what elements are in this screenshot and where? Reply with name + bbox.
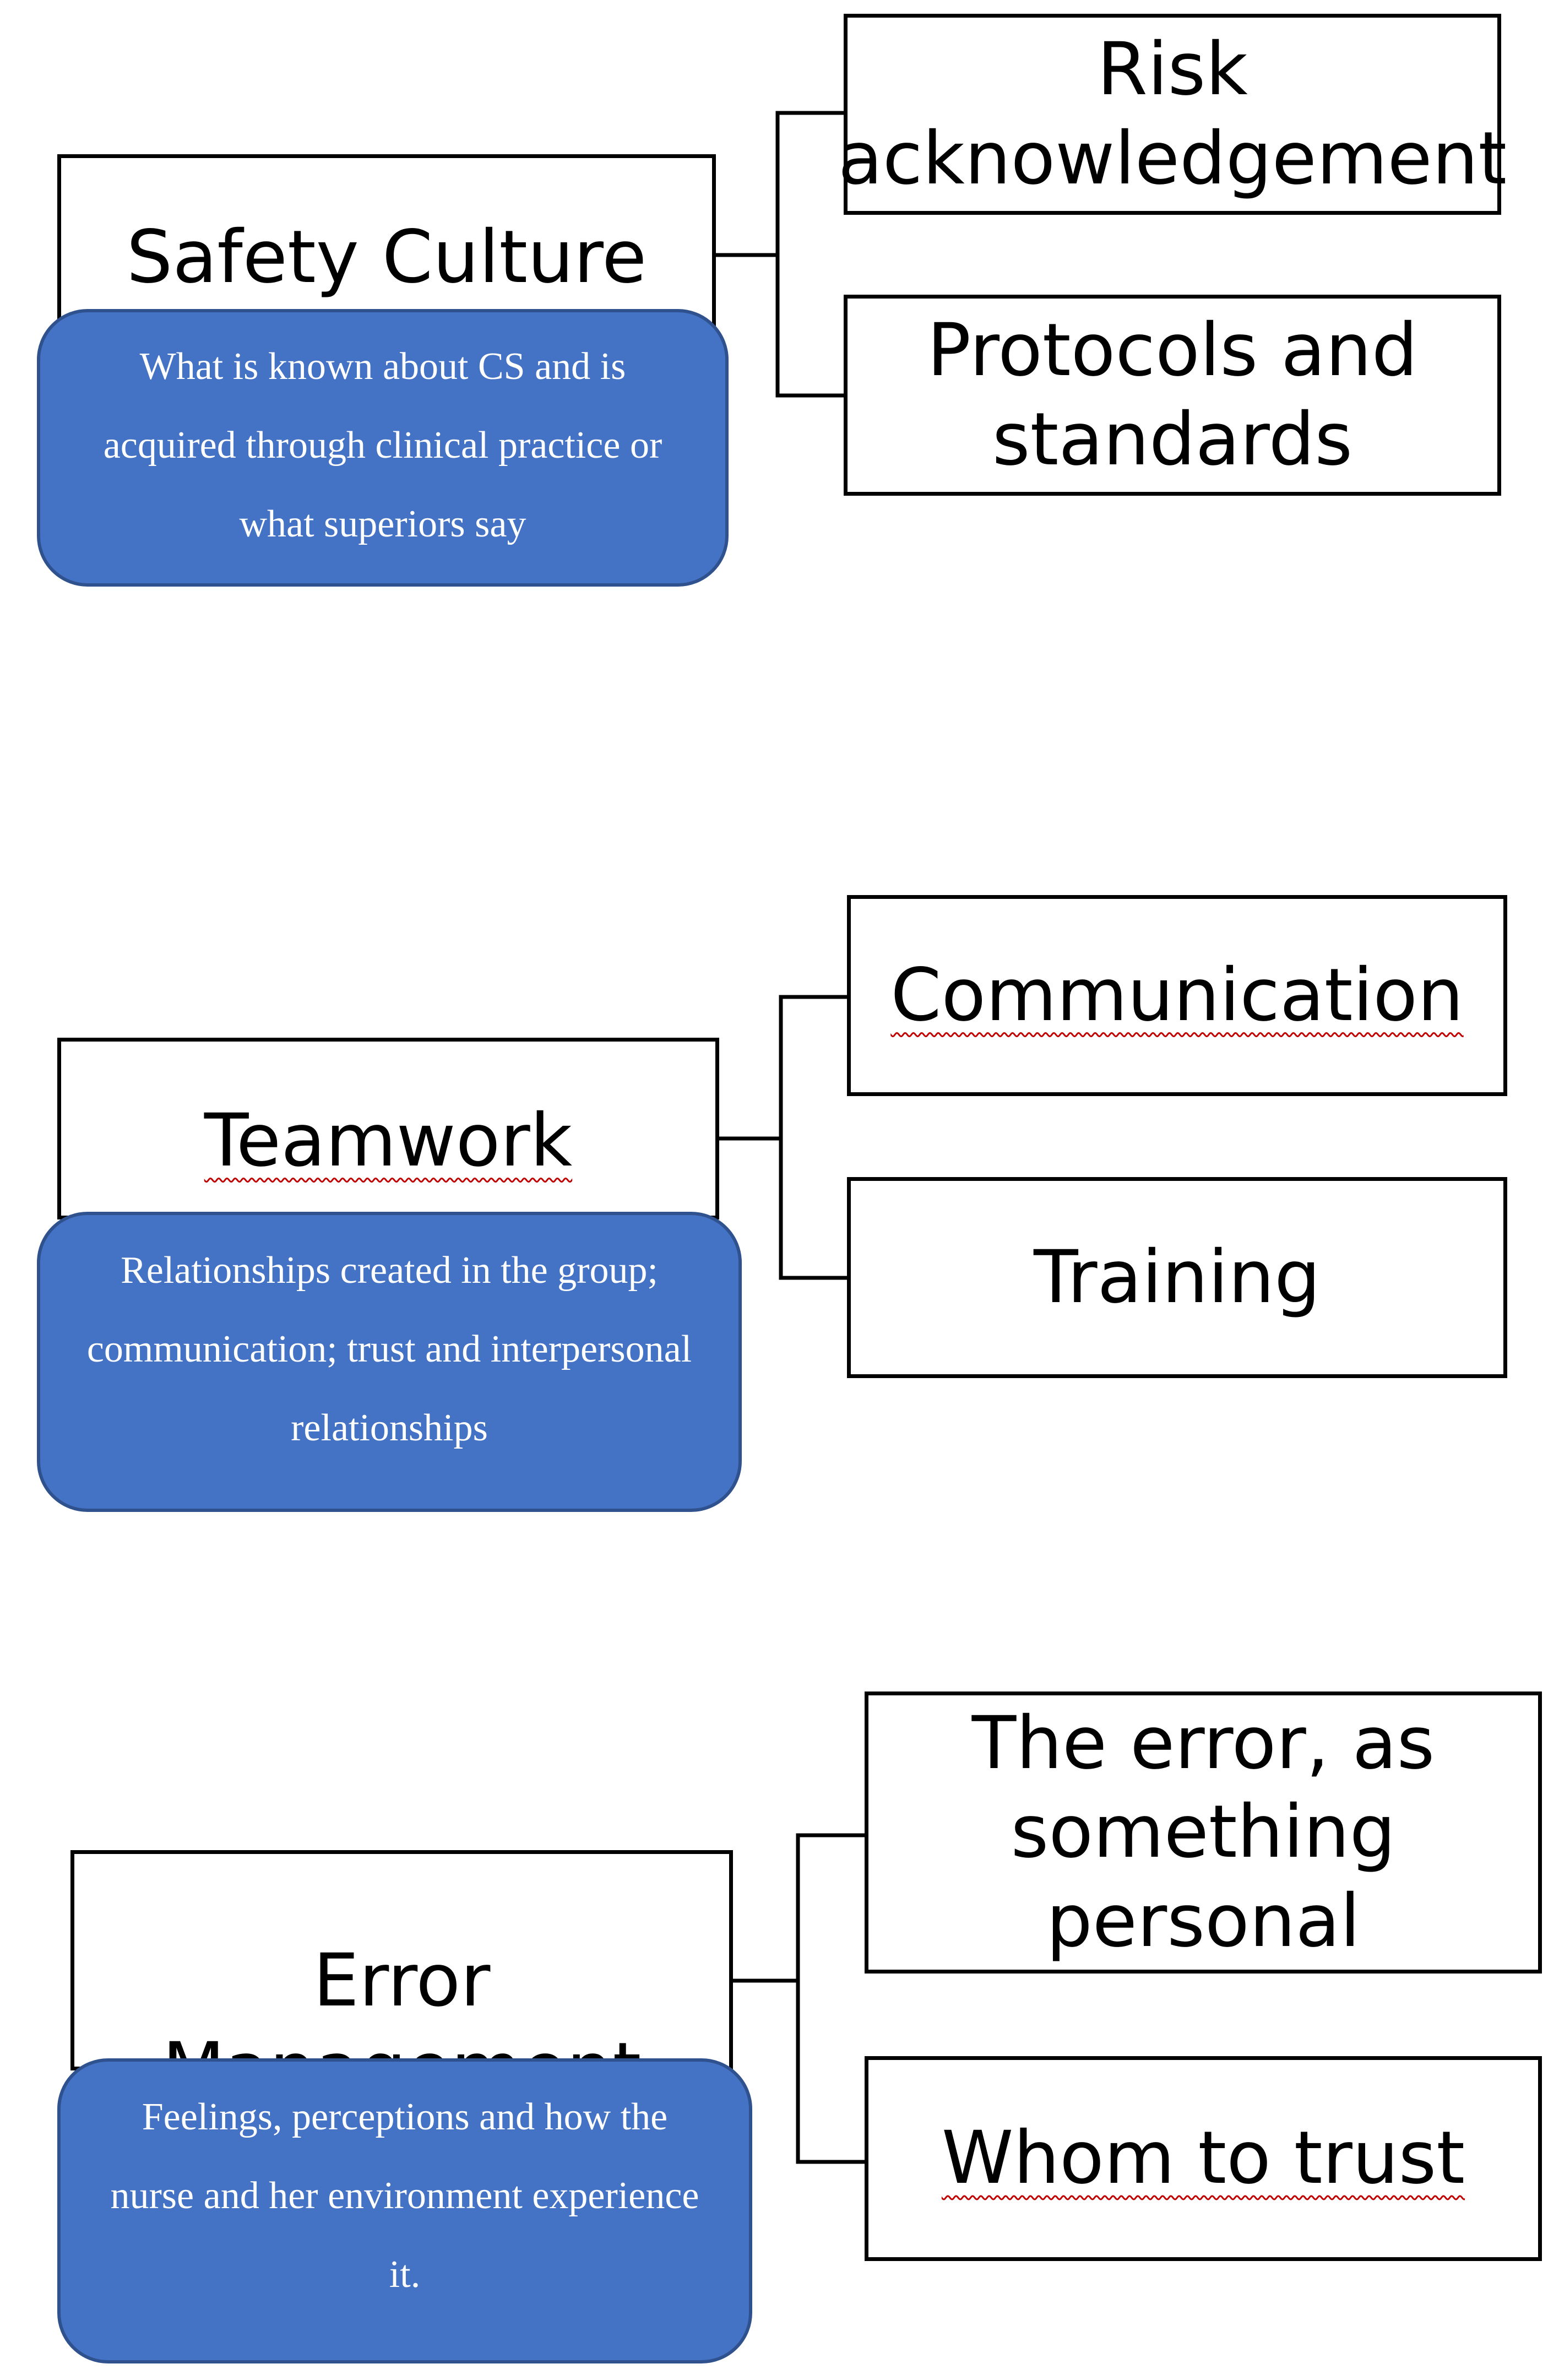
sub-box-label: Communication bbox=[890, 952, 1464, 1038]
main-box-label: Teamwork bbox=[204, 1098, 573, 1183]
sub-box-label: The error, as something personal bbox=[971, 1701, 1435, 1964]
sub-box-whom-to-trust: Whom to trust bbox=[865, 2056, 1542, 2261]
sub-box-training: Training bbox=[847, 1177, 1507, 1378]
connector-error-management bbox=[730, 1833, 869, 2164]
main-box-safety-culture: Safety Culture bbox=[57, 154, 716, 341]
description-text: Relationships created in the group; comm… bbox=[86, 1249, 692, 1449]
sub-box-label: Whom to trust bbox=[941, 2116, 1465, 2201]
description-note-teamwork: Relationships created in the group; comm… bbox=[37, 1212, 742, 1512]
sub-box-risk-acknowledgement: Risk acknowledgement bbox=[838, 14, 1507, 215]
connector-safety-culture bbox=[711, 111, 848, 398]
sub-box-communication: Communication bbox=[847, 895, 1507, 1096]
description-text: Feelings, perceptions and how the nurse … bbox=[110, 2096, 699, 2296]
sub-box-label: Protocols and standards bbox=[927, 308, 1418, 482]
description-note-safety-culture: What is known about CS and is acquired t… bbox=[37, 309, 729, 587]
main-box-label: Safety Culture bbox=[126, 215, 647, 300]
sub-box-error-as-personal: The error, as something personal bbox=[865, 1692, 1542, 1974]
sub-box-label: Risk acknowledgement bbox=[838, 27, 1507, 201]
connector-teamwork bbox=[715, 995, 851, 1280]
sub-box-protocols-and-standards: Protocols and standards bbox=[844, 295, 1501, 496]
main-box-error-management: Error Management bbox=[70, 1850, 733, 2112]
main-box-teamwork: Teamwork bbox=[57, 1038, 719, 1219]
sub-box-label: Training bbox=[1034, 1234, 1321, 1320]
description-text: What is known about CS and is acquired t… bbox=[103, 345, 662, 545]
description-note-error-management: Feelings, perceptions and how the nurse … bbox=[57, 2058, 752, 2363]
